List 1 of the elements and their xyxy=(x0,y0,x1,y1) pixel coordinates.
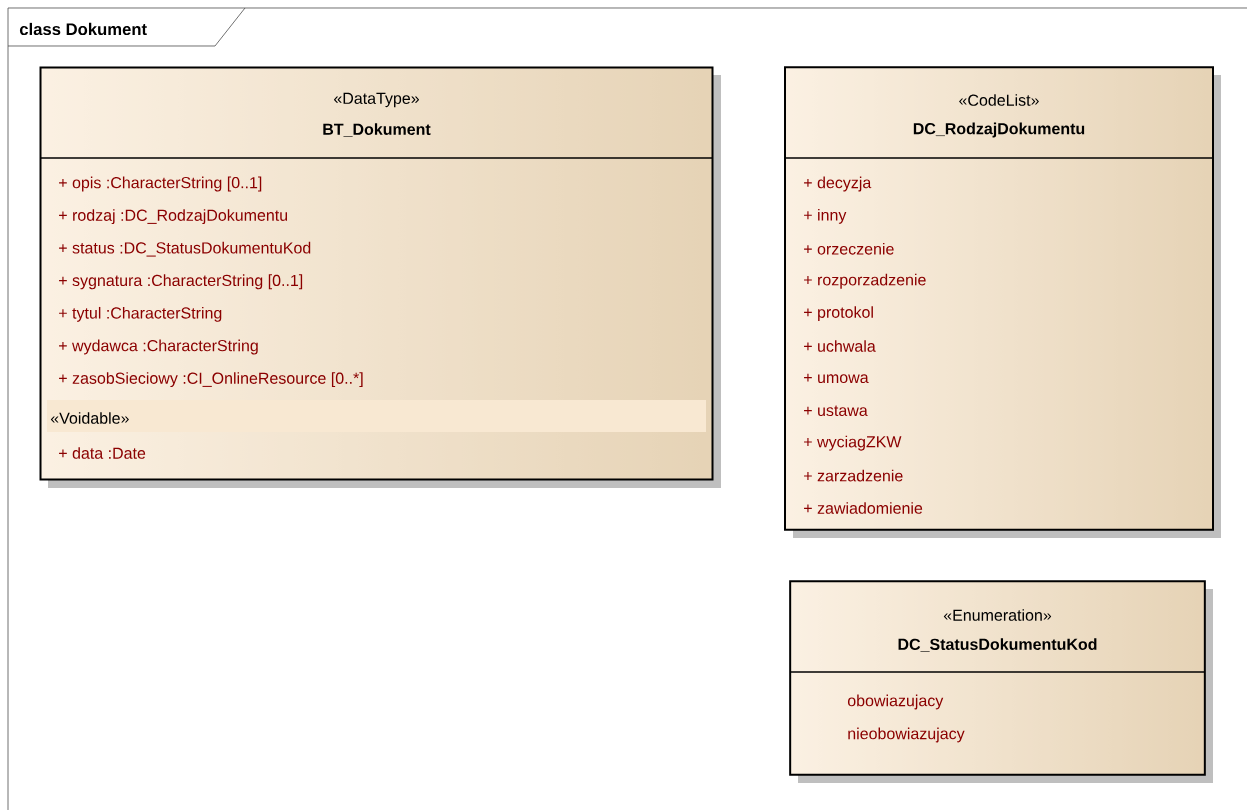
frame-title: class Dokument xyxy=(19,22,147,36)
